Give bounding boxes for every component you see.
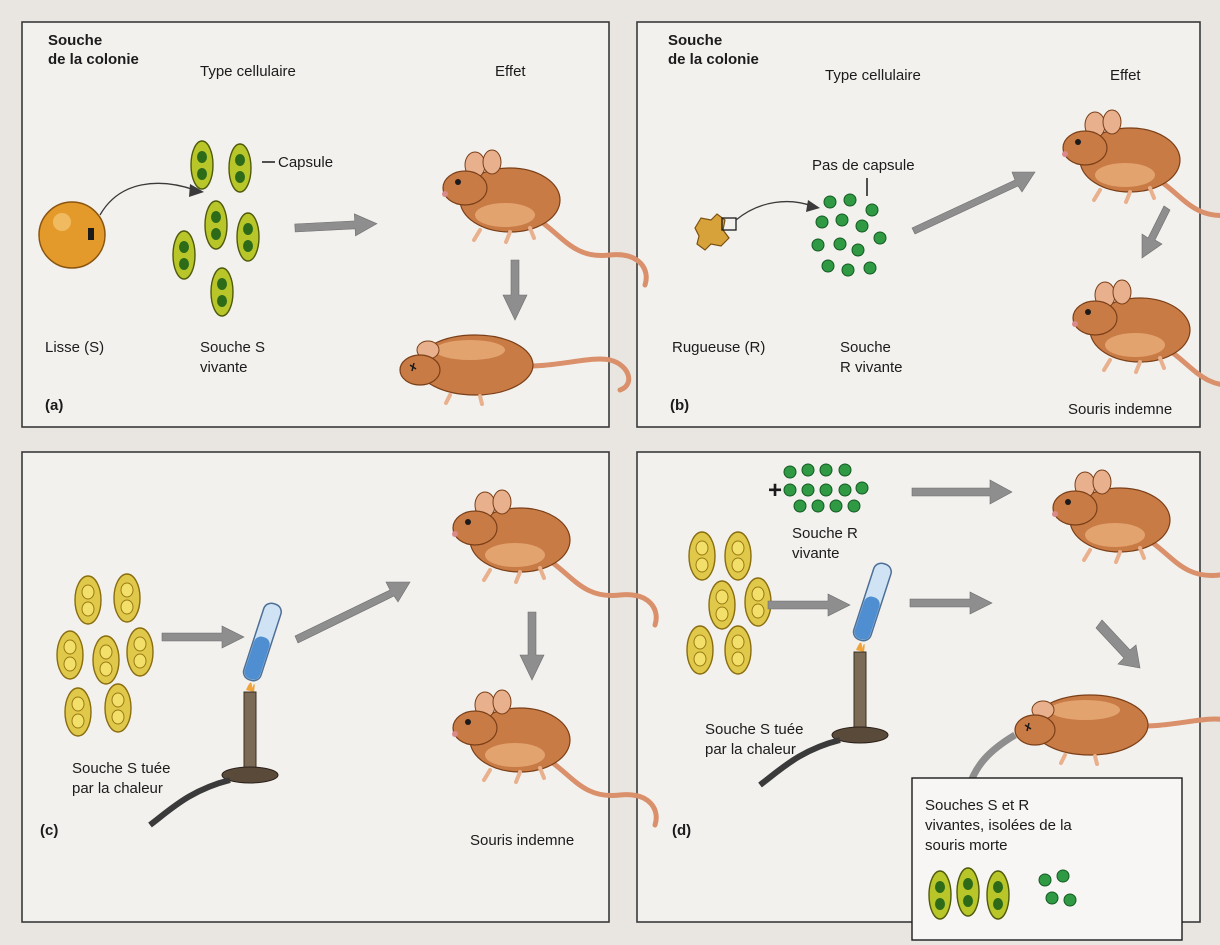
d-live-label-1: Souche R [792, 525, 858, 542]
b-header-celltype: Type cellulaire [825, 67, 921, 84]
a-colony-label: Lisse (S) [45, 339, 104, 356]
d-dead-label-1: Souche S tuée [705, 721, 803, 738]
b-tag: (b) [670, 397, 689, 414]
d-result-line-3: souris morte [925, 837, 1008, 854]
b-header-effect: Effet [1110, 67, 1141, 84]
a-header-celltype: Type cellulaire [200, 63, 296, 80]
a-header-strain-1: Souche [48, 32, 102, 49]
a-header-effect: Effet [495, 63, 526, 80]
b-no-capsule-label: Pas de capsule [812, 157, 915, 174]
a-tag: (a) [45, 397, 63, 414]
a-cells-label-2: vivante [200, 359, 248, 376]
c-result-label: Souris indemne [470, 832, 574, 849]
b-cells-label-1: Souche [840, 339, 891, 356]
colony-icon [39, 202, 105, 268]
b-cells-label-2: R vivante [840, 359, 903, 376]
c-cells-label-1: Souche S tuée [72, 760, 170, 777]
b-result-label: Souris indemne [1068, 401, 1172, 418]
c-cells-label-2: par la chaleur [72, 780, 163, 797]
d-dead-label-2: par la chaleur [705, 741, 796, 758]
a-capsule-label: Capsule [278, 154, 333, 171]
b-colony-label: Rugueuse (R) [672, 339, 765, 356]
d-tag: (d) [672, 822, 691, 839]
d-result-line-1: Souches S et R [925, 797, 1029, 814]
a-header-strain-2: de la colonie [48, 51, 139, 68]
c-tag: (c) [40, 822, 58, 839]
d-live-label-2: vivante [792, 545, 840, 562]
d-result-line-2: vivantes, isolées de la [925, 817, 1072, 834]
b-header-strain-1: Souche [668, 32, 722, 49]
d-plus: + [768, 477, 782, 504]
b-header-strain-2: de la colonie [668, 51, 759, 68]
a-cells-label-1: Souche S [200, 339, 265, 356]
